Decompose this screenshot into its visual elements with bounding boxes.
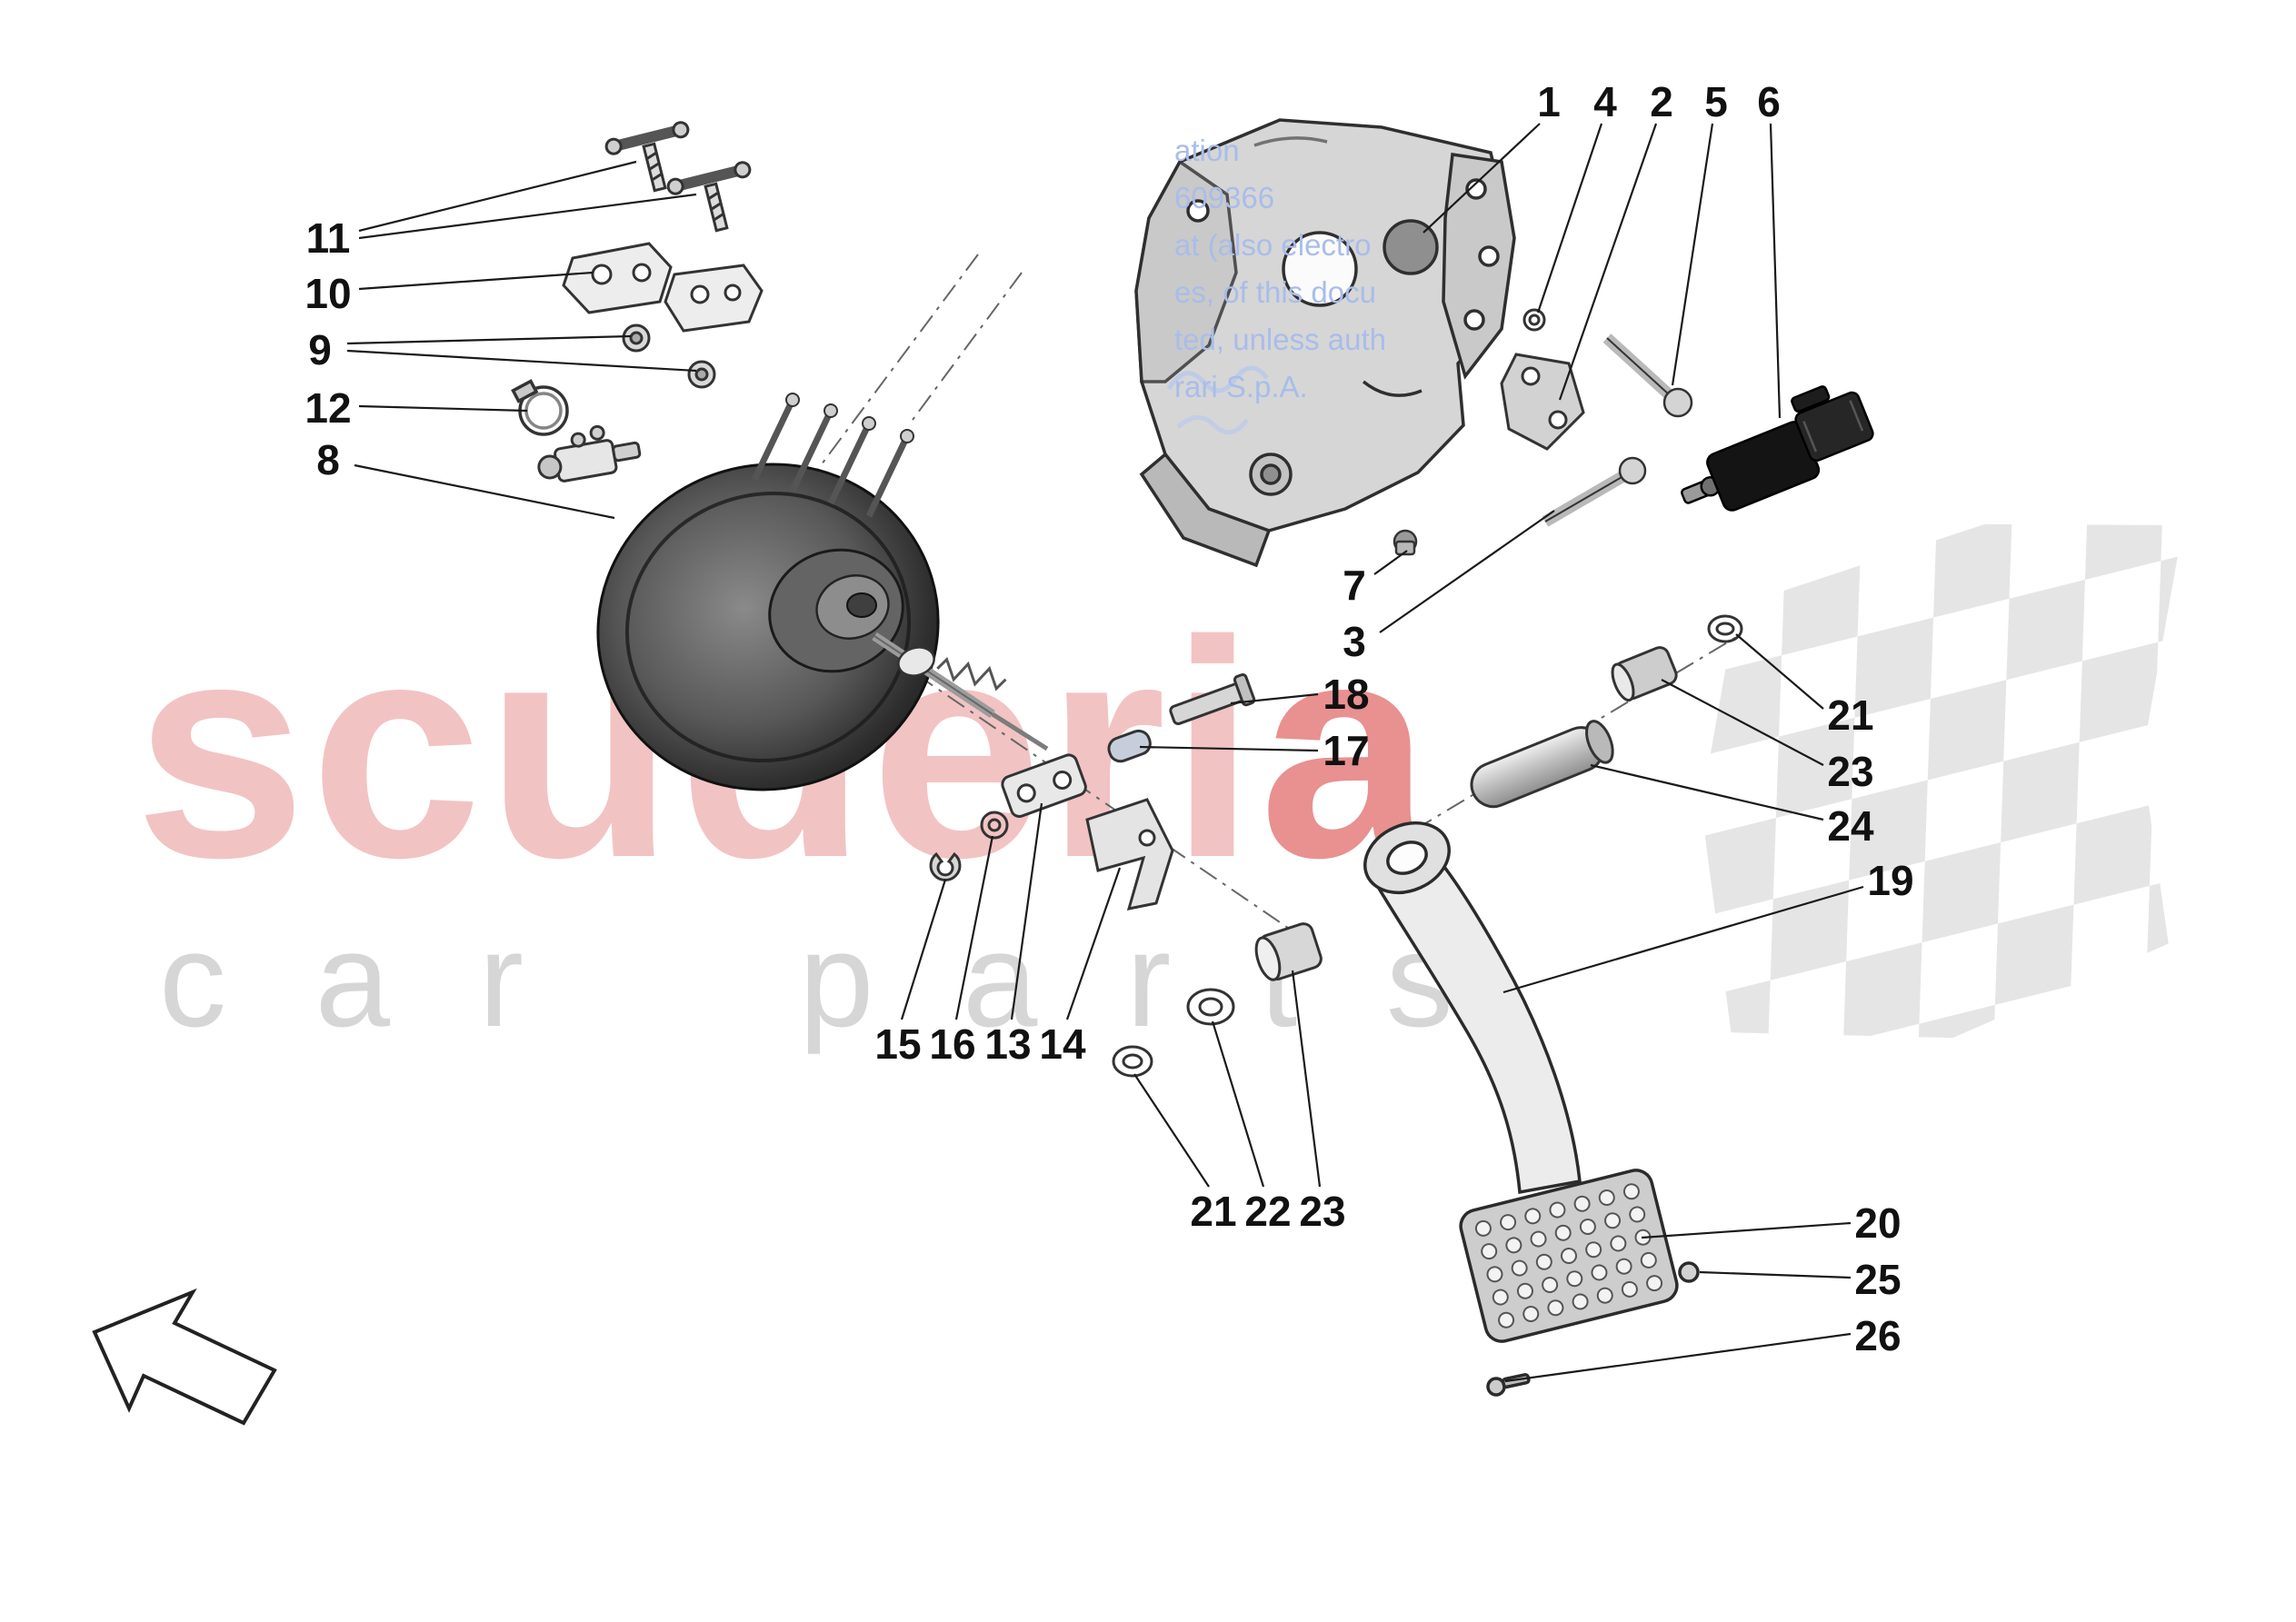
- master-cylinder: [537, 424, 642, 483]
- pad-stud: [1481, 1243, 1498, 1260]
- watermark-brand-accent: a: [1259, 577, 1435, 922]
- copyright-line: 609366: [1174, 181, 1275, 214]
- pad-stud: [1530, 1230, 1547, 1248]
- pad-stud: [1561, 1248, 1577, 1264]
- pad-stud: [1516, 1282, 1533, 1299]
- pad-stud: [1598, 1189, 1615, 1206]
- leader-line: [1699, 1270, 1852, 1279]
- copyright-line: rari S.p.A.: [1174, 370, 1308, 403]
- leader-line: [1769, 123, 1782, 419]
- pad-stud: [1572, 1293, 1589, 1310]
- leader-line: [1536, 123, 1603, 313]
- callout-9-2: 9: [308, 326, 332, 373]
- callout-22-23: 22: [1244, 1188, 1292, 1235]
- stop-bolt-26: [1486, 1373, 1531, 1397]
- callout-5-8: 5: [1704, 78, 1728, 125]
- wing-bolts-11: [604, 121, 752, 233]
- pad-stud: [1492, 1289, 1509, 1306]
- leader-line: [1373, 550, 1408, 575]
- bracket-plates-10: [562, 242, 764, 333]
- pad-bolt-25: [1678, 1261, 1700, 1283]
- callout-8-4: 8: [316, 436, 340, 483]
- pad-stud: [1486, 1266, 1503, 1283]
- leader-line: [358, 193, 697, 240]
- leader-line: [358, 271, 594, 291]
- watermark-brand: scuderia: [135, 595, 1435, 904]
- pad-stud: [1535, 1253, 1552, 1270]
- callout-11-0: 11: [305, 214, 351, 262]
- pad-stud: [1604, 1212, 1622, 1229]
- pad-stud: [1610, 1235, 1627, 1252]
- bolt-5: [1602, 333, 1693, 418]
- pad-stud: [1615, 1258, 1632, 1275]
- direction-arrow: [92, 1288, 277, 1426]
- pad-stud: [1554, 1224, 1572, 1241]
- leader-line: [354, 463, 615, 520]
- copyright-line: at (also electro: [1174, 228, 1372, 262]
- callout-10-1: 10: [304, 270, 352, 317]
- callout-23-24: 23: [1299, 1188, 1346, 1235]
- pad-stud: [1640, 1251, 1657, 1269]
- pad-stud: [1634, 1229, 1652, 1246]
- brake-switch-6: [1681, 385, 1874, 512]
- pad-stud: [1629, 1206, 1646, 1223]
- bolt-3: [1542, 456, 1647, 527]
- callout-2-7: 2: [1650, 78, 1673, 125]
- pad-stud: [1646, 1275, 1663, 1292]
- hose-clamp-12: [511, 379, 569, 436]
- leader-line: [358, 160, 637, 233]
- bushing-23-upper: [1611, 646, 1678, 702]
- callout-6-9: 6: [1757, 78, 1781, 125]
- pad-stud: [1524, 1208, 1542, 1225]
- pad-stud: [1573, 1195, 1591, 1212]
- pad-stud: [1591, 1264, 1608, 1281]
- leader-line: [346, 334, 632, 345]
- leader-line: [1133, 1073, 1210, 1188]
- pad-stud: [1621, 1280, 1638, 1298]
- pivot-pin-24: [1470, 720, 1614, 809]
- leader-line: [1504, 1332, 1852, 1383]
- leader-line: [346, 349, 697, 373]
- pad-stud: [1511, 1259, 1528, 1277]
- bumper-7: [1393, 529, 1418, 556]
- callout-4-6: 4: [1593, 78, 1617, 125]
- pad-stud: [1622, 1183, 1640, 1200]
- callout-1-5: 1: [1537, 78, 1561, 125]
- pad-stud: [1596, 1287, 1613, 1304]
- leader-line: [1558, 123, 1658, 401]
- pad-stud: [1542, 1277, 1559, 1294]
- copyright-line: ation: [1174, 134, 1240, 167]
- pad-stud: [1547, 1299, 1564, 1317]
- watermark-brand-main: scuderi: [135, 577, 1260, 922]
- checkered-flag-watermark: [1691, 474, 2185, 1103]
- support-lever-2: [1500, 353, 1585, 451]
- pad-stud: [1585, 1241, 1602, 1259]
- pad-stud: [1498, 1311, 1515, 1328]
- callout-25-26: 25: [1854, 1256, 1902, 1303]
- pad-stud: [1505, 1237, 1522, 1254]
- copyright-watermark: ation 609366 at (also electro es, of this d…: [1174, 127, 1386, 411]
- leader-line: [1423, 123, 1541, 234]
- pad-stud: [1549, 1201, 1566, 1219]
- nuts-9: [622, 323, 716, 389]
- callout-20-25: 20: [1854, 1199, 1902, 1247]
- callout-26-27: 26: [1854, 1312, 1902, 1359]
- callout-12-3: 12: [304, 384, 352, 432]
- callout-21-22: 21: [1190, 1188, 1237, 1235]
- copyright-line: ted, unless auth: [1174, 323, 1386, 356]
- pad-stud: [1579, 1218, 1596, 1235]
- watermark-subbrand: car parts: [159, 905, 1542, 1055]
- copyright-line: es, of this docu: [1174, 275, 1376, 309]
- pad-stud: [1522, 1306, 1540, 1323]
- pedal-pad-20: [1459, 1169, 1679, 1343]
- pad-stud: [1474, 1219, 1492, 1237]
- leader-line: [358, 404, 528, 413]
- pad-stud: [1500, 1214, 1517, 1231]
- booster-studs: [751, 398, 911, 518]
- pad-stud: [1566, 1270, 1583, 1288]
- leader-line: [1671, 123, 1714, 386]
- leader-line: [1641, 1221, 1852, 1239]
- washer-4: [1522, 308, 1546, 332]
